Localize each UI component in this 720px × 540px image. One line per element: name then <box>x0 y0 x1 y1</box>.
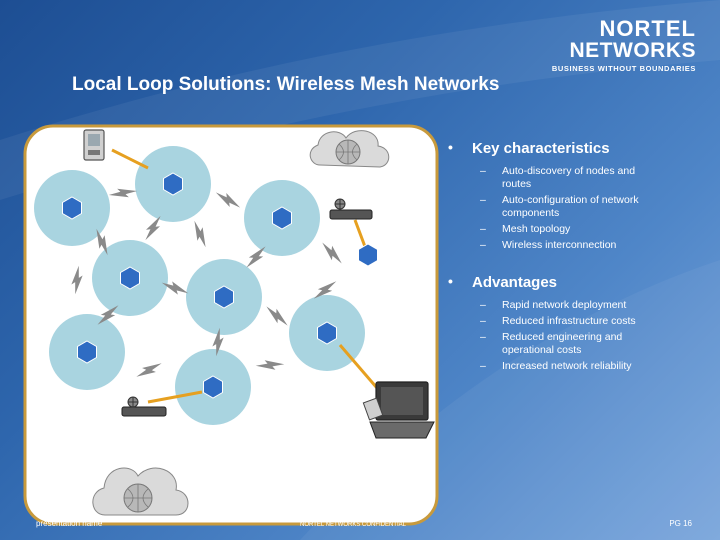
list-item: –Wireless interconnection <box>480 239 617 251</box>
mesh-node-icon <box>120 266 140 290</box>
router-icon <box>121 396 167 417</box>
list-item: –Mesh topology <box>480 223 571 235</box>
key-characteristics-heading: •Key characteristics <box>448 139 610 157</box>
mesh-node-icon <box>62 196 82 220</box>
mesh-node-icon <box>203 375 223 399</box>
logo-tagline: BUSINESS WITHOUT BOUNDARIES <box>551 64 696 73</box>
list-item: –Increased network reliability <box>480 360 632 372</box>
internet-cloud-icon <box>309 130 390 168</box>
advantages-heading: •Advantages <box>448 273 558 291</box>
page-number: PG 16 <box>669 519 692 528</box>
advantages-list: –Rapid network deployment –Reduced infra… <box>440 299 710 373</box>
mesh-network-diagram <box>23 124 439 526</box>
key-characteristics-label: Key characteristics <box>472 140 610 157</box>
list-item: –Auto-configuration of network component… <box>480 194 639 219</box>
nortel-logo: NORTEL NETWORKS BUSINESS WITHOUT BOUNDAR… <box>551 16 696 74</box>
mesh-node-icon <box>214 285 234 309</box>
laptop-icon <box>362 381 435 439</box>
list-item: –Reduced infrastructure costs <box>480 315 636 327</box>
list-item: –Auto-discovery of nodes and routes <box>480 165 636 190</box>
bullet-content: •Key characteristics –Auto-discovery of … <box>440 139 710 395</box>
list-item: –Rapid network deployment <box>480 299 627 311</box>
footer-confidential: NORTEL NETWORKS CONFIDENTIAL <box>300 522 407 528</box>
mesh-node-icon <box>77 340 97 364</box>
key-characteristics-list: –Auto-discovery of nodes and routes –Aut… <box>440 165 710 252</box>
mesh-node-icon <box>317 321 337 345</box>
footer-presentation-name: presentation name <box>36 519 103 528</box>
mesh-node-icon <box>272 206 292 230</box>
mesh-node-icon <box>358 243 378 267</box>
slide-title: Local Loop Solutions: Wireless Mesh Netw… <box>72 74 500 95</box>
internet-cloud-icon <box>92 467 189 516</box>
router-icon <box>329 198 373 220</box>
pda-icon <box>83 129 105 161</box>
list-item: –Reduced engineering and operational cos… <box>480 331 623 356</box>
logo-line2: NETWORKS <box>569 39 696 62</box>
advantages-label: Advantages <box>472 274 558 291</box>
logo-line1: NORTEL <box>599 16 696 41</box>
mesh-node-icon <box>163 172 183 196</box>
